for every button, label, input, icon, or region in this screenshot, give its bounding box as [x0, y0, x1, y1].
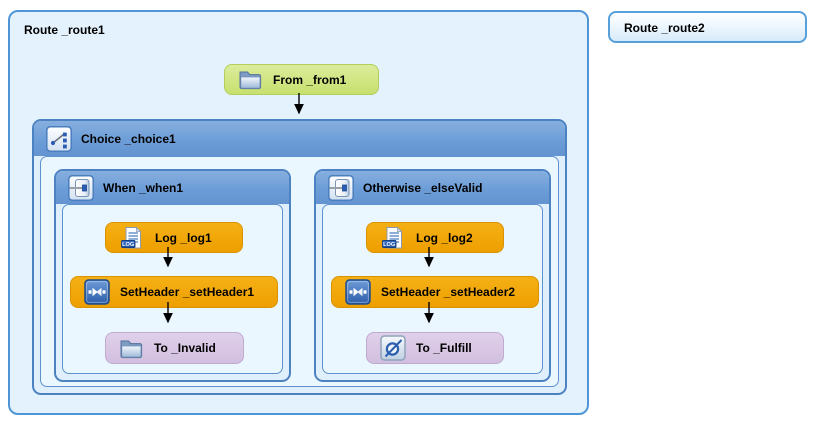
- from-node-label: From _from1: [273, 72, 347, 87]
- otherwise-title: Otherwise _elseValid: [363, 180, 483, 195]
- setheader1-label: SetHeader _setHeader1: [120, 285, 255, 299]
- to-fulfill-node[interactable]: To _Fulfill: [366, 332, 504, 364]
- log2-label: Log _log2: [416, 230, 473, 245]
- log1-node[interactable]: LOG Log _log1: [105, 222, 243, 253]
- when-header[interactable]: When _when1: [56, 171, 289, 204]
- choice-branch-icon: [46, 125, 72, 152]
- bean-icon: [380, 335, 406, 361]
- log-file-icon: LOG: [382, 226, 403, 248]
- when-title: When _when1: [103, 180, 184, 195]
- filter-pipe-icon: [68, 174, 94, 201]
- choice-header[interactable]: Choice _choice1: [34, 121, 565, 156]
- to-fulfill-label: To _Fulfill: [416, 341, 472, 355]
- choice-container[interactable]: Choice _choice1: [32, 119, 567, 395]
- setheader2-label: SetHeader _setHeader2: [381, 285, 516, 299]
- otherwise-container[interactable]: Otherwise _elseValid: [314, 169, 551, 382]
- log-badge-text: LOG: [122, 242, 134, 248]
- route2-container[interactable]: Route _route2: [608, 11, 807, 43]
- from-node[interactable]: From _from1: [224, 64, 379, 95]
- route1-container[interactable]: Route _route1 From _from1: [8, 10, 589, 415]
- otherwise-header[interactable]: Otherwise _elseValid: [316, 171, 549, 204]
- setheader1-node[interactable]: SetHeader _setHeader1: [70, 276, 278, 308]
- setheader2-node[interactable]: SetHeader _setHeader2: [331, 276, 539, 308]
- when-container[interactable]: When _when1: [54, 169, 291, 382]
- log1-label: Log _log1: [155, 230, 212, 245]
- route1-title: Route _route1: [24, 23, 105, 37]
- log-badge-text: LOG: [383, 242, 395, 248]
- log2-node[interactable]: LOG Log _log2: [366, 222, 504, 253]
- log-file-icon: LOG: [121, 226, 142, 248]
- filter-pipe-icon: [328, 174, 354, 201]
- to-invalid-label: To _Invalid: [154, 341, 216, 355]
- transform-icon: [345, 279, 371, 305]
- folder-icon: [239, 71, 262, 90]
- route2-title: Route _route2: [624, 21, 705, 35]
- to-invalid-node[interactable]: To _Invalid: [105, 332, 244, 364]
- choice-title: Choice _choice1: [81, 131, 176, 146]
- folder-icon: [120, 340, 143, 358]
- transform-icon: [84, 279, 110, 305]
